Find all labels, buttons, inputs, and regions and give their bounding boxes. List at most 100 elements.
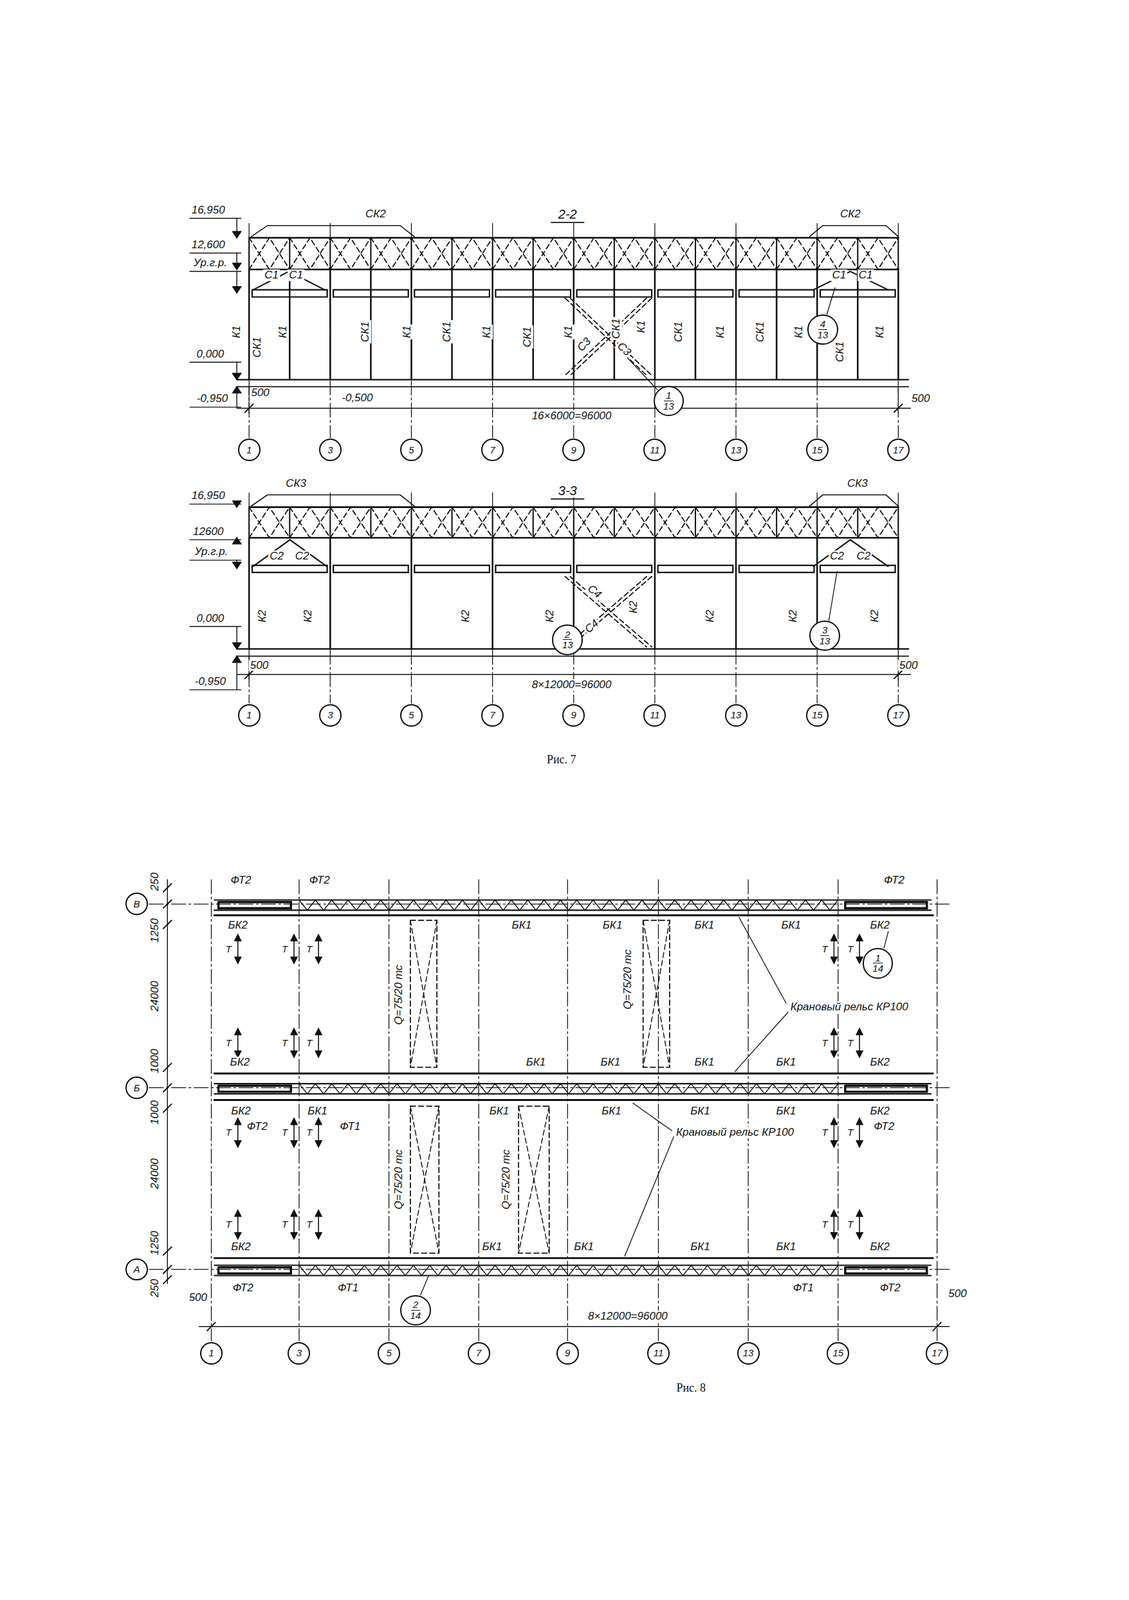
drawing-label: БК1 [775,1056,798,1069]
truss-post [288,238,291,270]
callout-circle: 113 [653,385,685,417]
axis-number: Б [131,1083,143,1094]
axis-bubble: А [125,1258,148,1282]
drawing-label: Т [280,944,289,955]
truss-post [369,238,372,270]
column [694,269,697,380]
arrow-head [856,1051,863,1058]
axis-number: 7 [487,445,497,456]
cross-bracing [569,297,652,376]
axis-line [898,492,899,704]
dimension-tick [163,883,172,893]
drawing-label: БК1 [688,1241,712,1254]
truss-post [329,507,331,539]
truss-post [694,238,697,270]
axis-number: 13 [728,445,744,456]
drawing-label: БК2 [229,1056,252,1069]
drawing-label: ФТ1 [791,1282,816,1295]
level-mark [232,537,242,545]
axis-number: 15 [809,710,825,721]
drawing-label: К1 [401,324,414,340]
axis-line [735,492,736,704]
drawing-label: 24000 [149,979,161,1013]
drawing-label: Рис. 8 [674,1382,707,1395]
drawing-label: 1000 [149,1047,161,1075]
truss-diagonal [452,238,493,270]
axis-number: 9 [569,710,579,721]
column [856,269,859,380]
callout-number: 1 [872,953,882,965]
crane-outline [410,1106,439,1254]
level-underline [189,270,241,272]
axis-bubble: 5 [400,438,423,462]
callout-number: 13 [661,401,677,412]
drawing-label: 250 [149,871,161,893]
truss-diagonal [857,238,899,270]
axis-bubble: 3 [319,438,342,462]
truss-post [410,507,412,539]
brake-truss-chord [214,1265,931,1267]
axis-bubble: 11 [643,704,666,727]
level-underline [189,218,241,219]
brake-truss-chord [214,1093,931,1095]
axis-number: 13 [741,1348,756,1359]
axis-line [567,880,569,1342]
axis-line [388,880,390,1342]
dimension-tick [163,1063,172,1072]
leader-line [739,917,787,1003]
drawing-group [149,218,952,1342]
drawing-label: ФТ2 [229,874,253,887]
column [735,537,738,650]
ground-line [236,655,909,657]
axis-bubble: 11 [643,438,666,462]
truss-post [735,238,737,270]
truss-diagonal [573,507,615,539]
axis-number: 17 [890,710,906,721]
drawing-label: Т [280,1219,289,1230]
crane-outline [410,1106,439,1254]
cross-bracing [569,297,652,376]
brake-truss-chord [214,909,931,911]
truss-diagonal [776,507,817,539]
truss-diagonal [330,238,371,270]
truss-diagonal [289,238,331,270]
truss-post [654,507,656,539]
axis-line [747,880,749,1342]
column [897,269,900,380]
leader-line [626,357,658,390]
callout-number: 2 [411,1300,421,1312]
callout-circle: 114 [862,948,894,980]
truss-post [329,238,331,270]
axis-number: 11 [651,1348,666,1359]
truss-post [735,507,737,539]
crane-rail [214,1257,933,1260]
leader-line [624,1137,674,1258]
truss-diagonal [411,507,452,539]
axis-bubble: 17 [887,438,910,462]
brake-truss-chord [214,1083,931,1085]
drawing-label: 1000 [149,1099,161,1127]
title-underline [551,221,585,224]
drawing-label: Крановый рельс КР100 [674,1127,796,1139]
drawing-label: К2 [544,609,556,625]
axis-number: 1 [244,710,254,721]
crane-beam [414,565,490,573]
drawing-label: БК1 [524,1056,548,1069]
drawing-label: -0,950 [193,676,228,688]
drawing-label: К1 [562,324,575,340]
leader-line [633,1103,672,1131]
dimension-tick [163,1247,172,1256]
dimension-tick [163,1083,172,1093]
truss-post [897,238,899,270]
axis-line [658,880,659,1342]
arrow-head [234,1141,242,1148]
callout-number: 4 [818,319,828,331]
truss-diagonal [452,507,493,539]
truss-diagonal [573,238,615,270]
axis-line [248,492,250,704]
dimension-tick [163,1266,172,1275]
callout-circle: 313 [809,620,841,652]
axis-number: 3 [294,1348,304,1359]
axis-number: 1 [206,1348,216,1359]
crane-beam [414,290,490,298]
